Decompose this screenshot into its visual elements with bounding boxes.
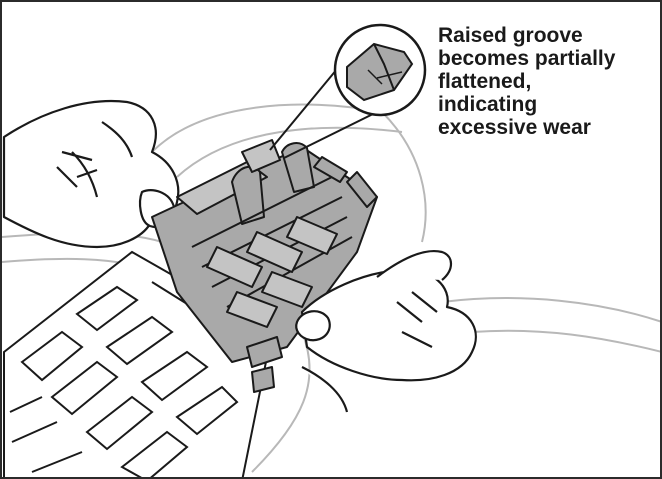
left-hand [2,100,180,249]
right-hand [295,249,477,413]
background-outlines [2,103,660,473]
magnified-detail [333,23,427,117]
wear-callout-text: Raised groove becomes partially flattene… [438,24,616,139]
